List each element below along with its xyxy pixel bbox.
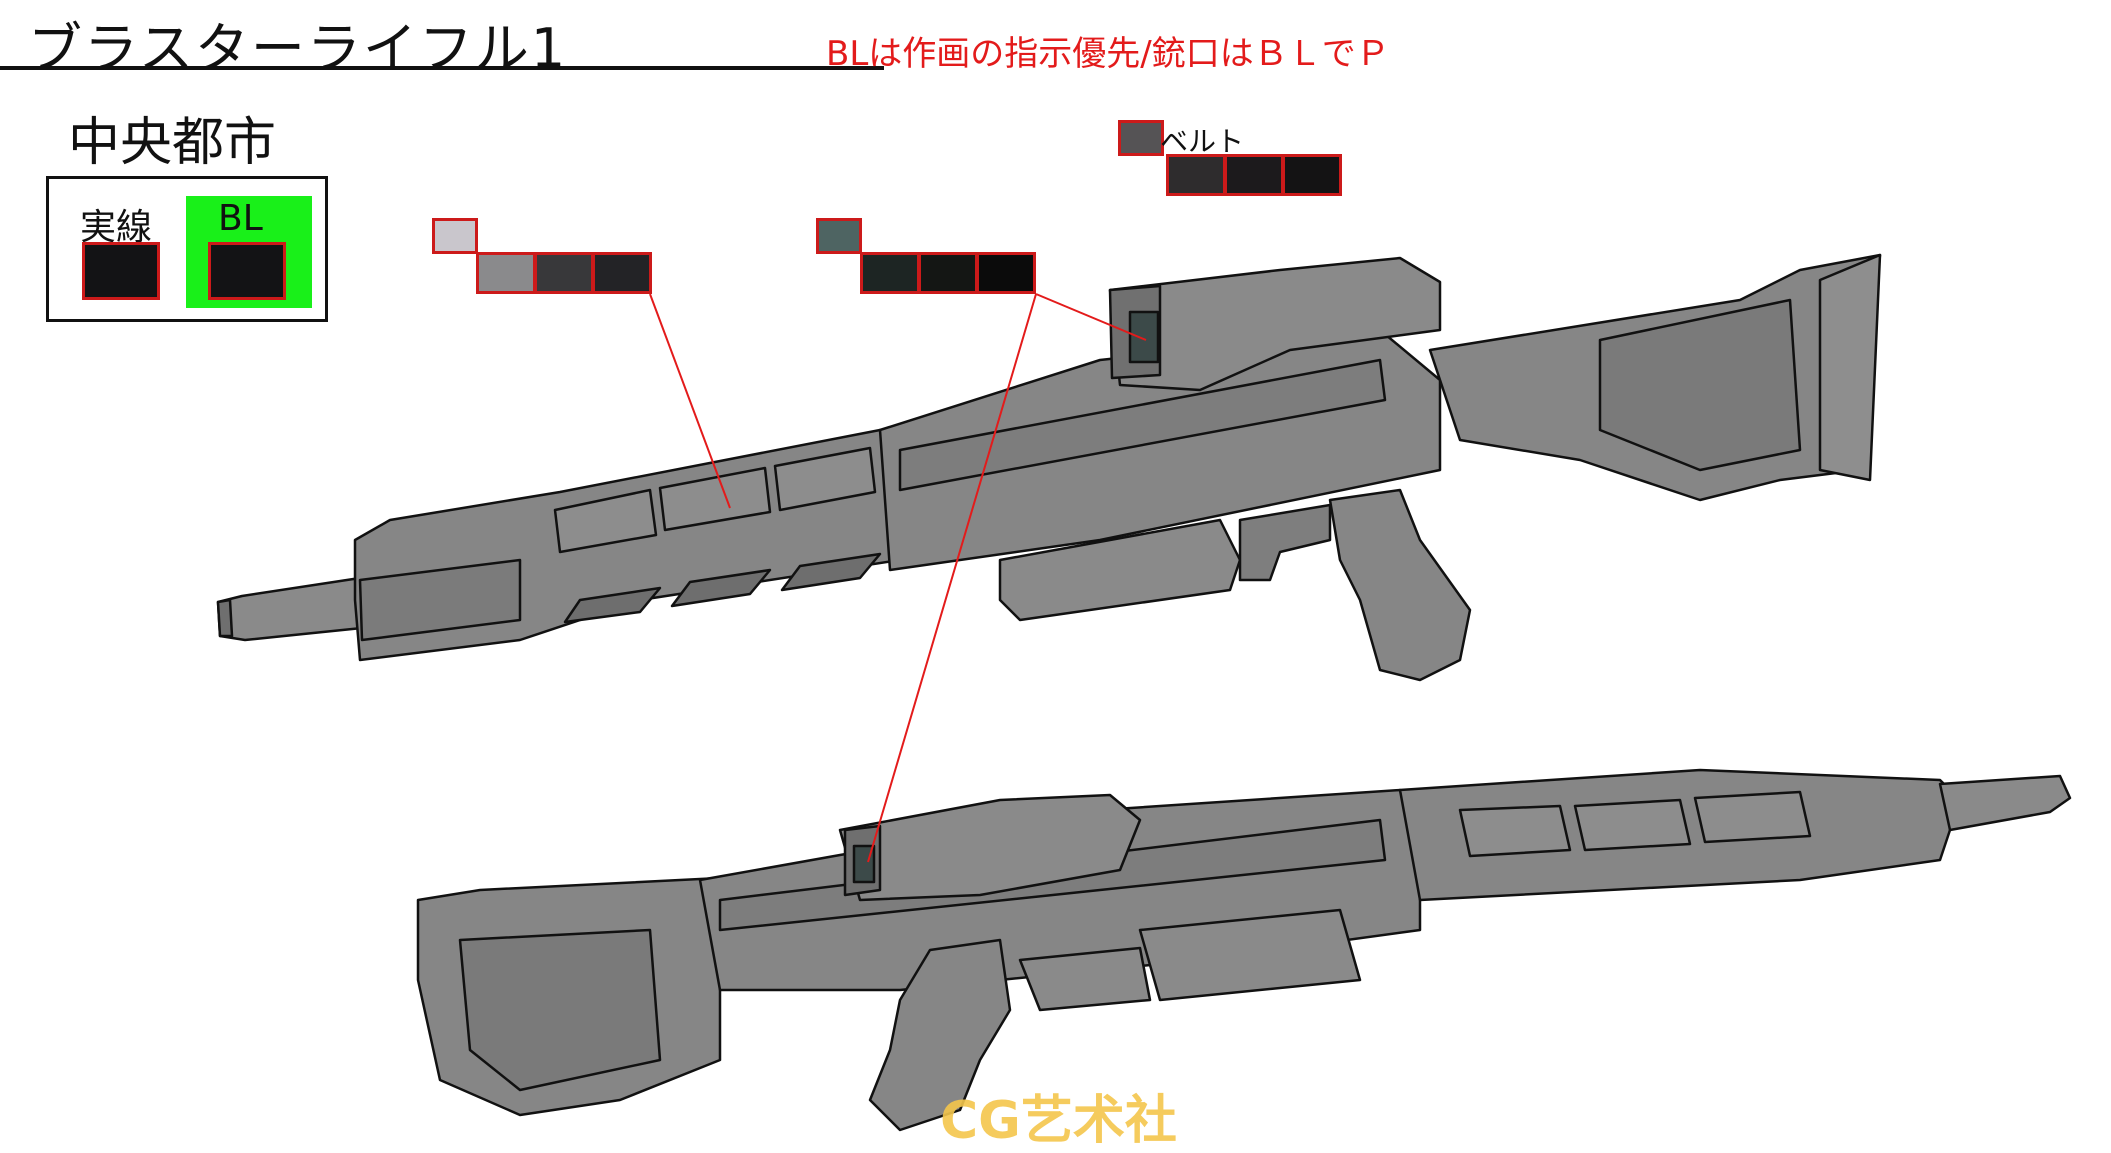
legend-line-label: 実線: [80, 207, 153, 248]
scope-palette-swatch-4: [976, 252, 1036, 294]
top-rifle-view: [216, 253, 1882, 682]
belt-palette-swatch-1: [1118, 120, 1164, 156]
legend-bl-swatch: [208, 242, 286, 300]
legend-line-swatch: [82, 242, 160, 300]
location-label: 中央都市: [68, 113, 277, 173]
belt-palette-swatch-4: [1282, 154, 1342, 196]
watermark: CG艺术社: [940, 1091, 1177, 1151]
body-palette-swatch-1: [432, 218, 478, 254]
scope-palette-swatch-1: [816, 218, 862, 254]
instruction-note: BLは作画の指示優先/銃口はＢＬでＰ: [826, 34, 1390, 74]
title-underline: [0, 66, 884, 70]
leader-lines: [649, 293, 1147, 863]
bottom-rifle-view: [416, 768, 2072, 1132]
legend-bl-label: BL: [218, 198, 263, 239]
belt-label: ベルト: [1160, 125, 1245, 158]
scope-palette-swatch-3: [918, 252, 978, 294]
body-palette-swatch-4: [592, 252, 652, 294]
